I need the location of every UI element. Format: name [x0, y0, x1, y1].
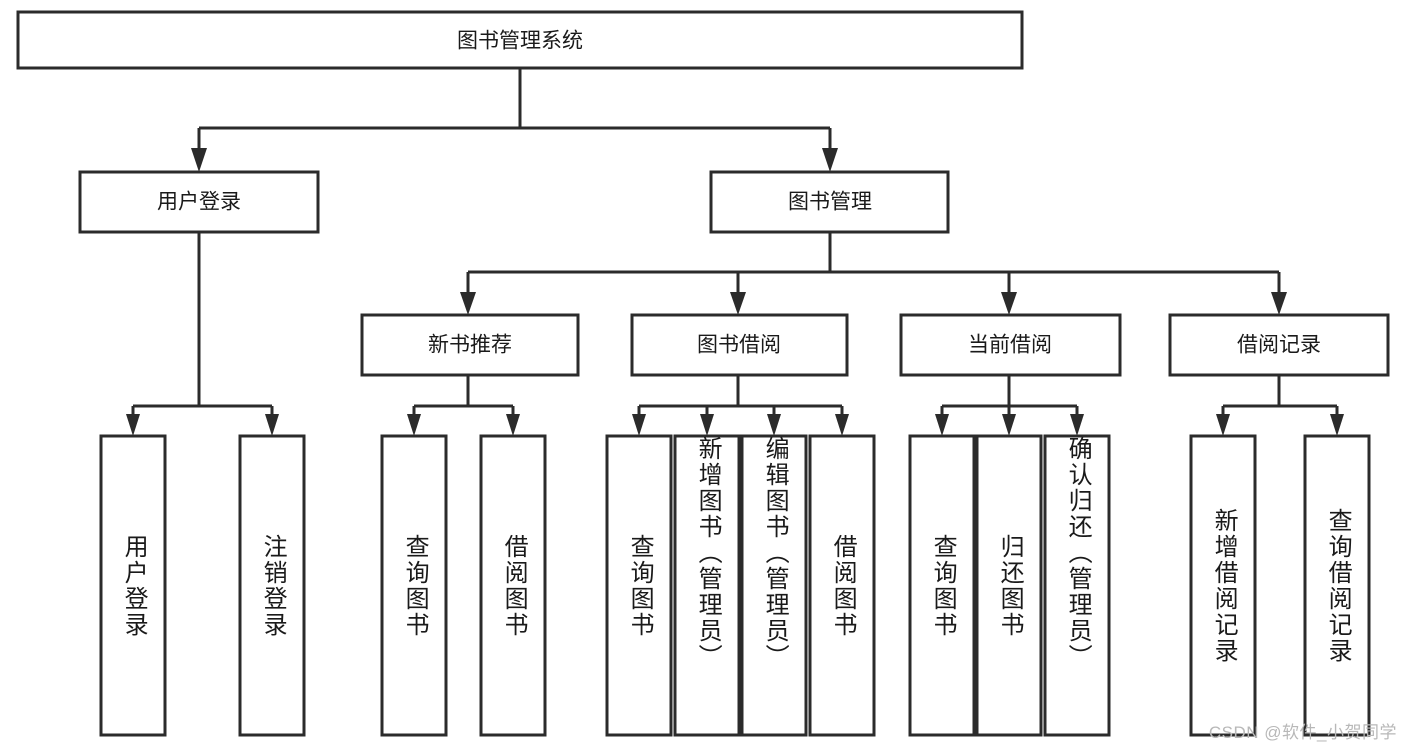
arrowhead-leaf-query-book-3	[935, 414, 949, 436]
node-leaf-confirm-return-box[interactable]	[1043, 434, 1111, 737]
node-current-borrow-label: 当前借阅	[968, 334, 1052, 357]
arrowhead-book-borrow	[730, 292, 746, 315]
node-book-borrow-box[interactable]	[630, 313, 849, 377]
node-leaf-query-book-3-box[interactable]	[908, 434, 976, 737]
arrowhead-leaf-query-book-1	[407, 414, 421, 436]
node-book-borrow-label: 图书借阅	[697, 334, 781, 357]
connector-group-book-management	[460, 232, 1287, 315]
node-leaf-borrow-book-2-box[interactable]	[808, 434, 876, 737]
connector-group-book-borrow	[632, 375, 849, 436]
connector-group-borrow-record	[1216, 375, 1344, 436]
node-leaf-query-book-1-box[interactable]	[380, 434, 448, 737]
node-root-box[interactable]	[16, 10, 1024, 70]
arrowhead-borrow-record	[1271, 292, 1287, 315]
connector-group-user-login	[126, 232, 279, 436]
node-leaf-user-login-box[interactable]	[99, 434, 167, 737]
arrowhead-leaf-borrow-book-2	[835, 414, 849, 436]
watermark-text: CSDN @软件_小贺同学	[1208, 723, 1397, 742]
arrowhead-leaf-query-record	[1330, 414, 1344, 436]
node-user-login-box[interactable]	[78, 170, 320, 234]
node-leaf-query-book-2-box[interactable]	[605, 434, 673, 737]
arrowhead-leaf-add-book	[700, 414, 714, 436]
arrowhead-leaf-confirm-return	[1070, 414, 1084, 436]
node-leaf-return-book-box[interactable]	[975, 434, 1043, 737]
node-leaf-add-book-box[interactable]	[673, 434, 741, 737]
node-book-management-label: 图书管理	[788, 191, 872, 214]
node-current-borrow-box[interactable]	[899, 313, 1122, 377]
node-borrow-record-label: 借阅记录	[1237, 334, 1321, 357]
arrowhead-book-management	[822, 148, 838, 172]
arrowhead-leaf-borrow-book-1	[506, 414, 520, 436]
node-new-book-recommend-box[interactable]	[360, 313, 580, 377]
connector-group-current-borrow	[935, 375, 1084, 436]
arrowhead-leaf-edit-book	[767, 414, 781, 436]
node-leaf-add-record-box[interactable]	[1189, 434, 1257, 737]
arrowhead-user-login	[191, 148, 207, 172]
node-book-management-box[interactable]	[709, 170, 950, 234]
node-leaf-borrow-book-1-box[interactable]	[479, 434, 547, 737]
node-new-book-recommend-label: 新书推荐	[428, 334, 512, 357]
arrowhead-new-book-recommend	[460, 292, 476, 315]
node-borrow-record-box[interactable]	[1168, 313, 1390, 377]
arrowhead-leaf-user-login	[126, 414, 140, 436]
arrowhead-leaf-logout-login	[265, 414, 279, 436]
arrowhead-leaf-query-book-2	[632, 414, 646, 436]
connector-group-new-book-recommend	[407, 375, 520, 436]
node-user-login-label: 用户登录	[157, 191, 241, 214]
node-leaf-logout-login-box[interactable]	[238, 434, 306, 737]
connector-group-root	[191, 68, 838, 172]
node-root-label: 图书管理系统	[457, 30, 583, 53]
node-leaf-query-record-box[interactable]	[1303, 434, 1371, 737]
arrowhead-current-borrow	[1001, 292, 1017, 315]
arrowhead-leaf-add-record	[1216, 414, 1230, 436]
node-leaf-edit-book-box[interactable]	[740, 434, 808, 737]
arrowhead-leaf-return-book	[1002, 414, 1016, 436]
